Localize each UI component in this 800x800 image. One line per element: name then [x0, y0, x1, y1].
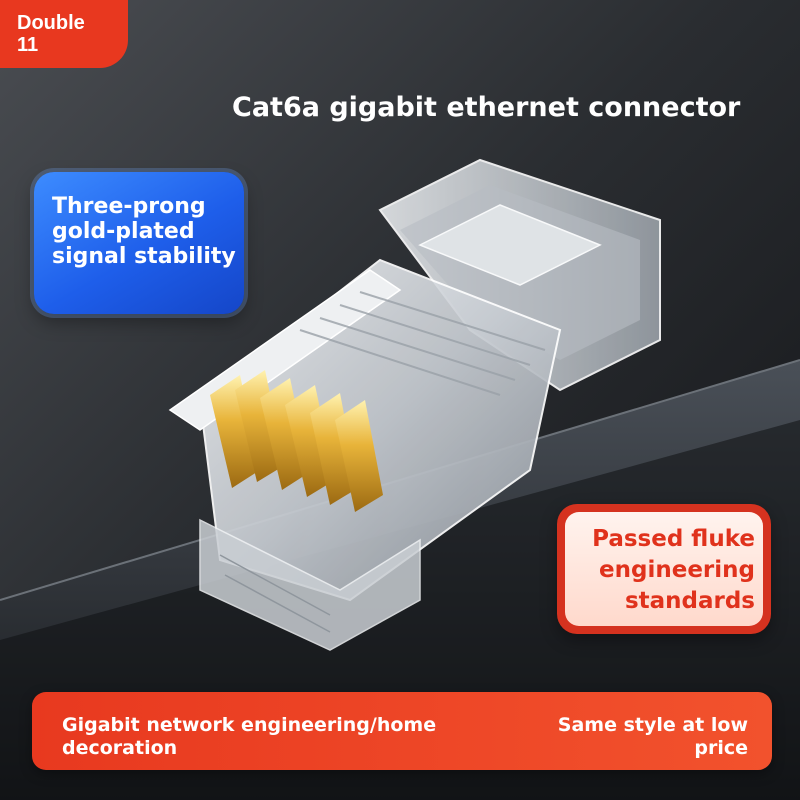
feature-card-fluke-inner: Passed fluke engineering standards	[565, 512, 763, 626]
bottom-banner: Gigabit network engineering/home decorat…	[32, 692, 772, 770]
double-11-badge: Double 11	[0, 0, 128, 68]
rj45-connector	[168, 158, 661, 651]
badge-line-2: 11	[17, 34, 39, 56]
bottom-banner-right-text: Same style at low price	[557, 714, 748, 759]
bottom-banner-left-text: Gigabit network engineering/home decorat…	[62, 714, 437, 759]
feature-card-fluke: Passed fluke engineering standards	[557, 504, 771, 634]
feature-card-gold-plated: Three-prong gold-plated signal stability	[34, 172, 244, 314]
feature-card-gold-plated-text: Three-prong gold-plated signal stability	[52, 194, 236, 269]
product-headline: Cat6a gigabit ethernet connector	[232, 92, 741, 123]
feature-card-fluke-text: Passed fluke engineering standards	[592, 526, 755, 614]
badge-line-1: Double	[17, 12, 85, 34]
